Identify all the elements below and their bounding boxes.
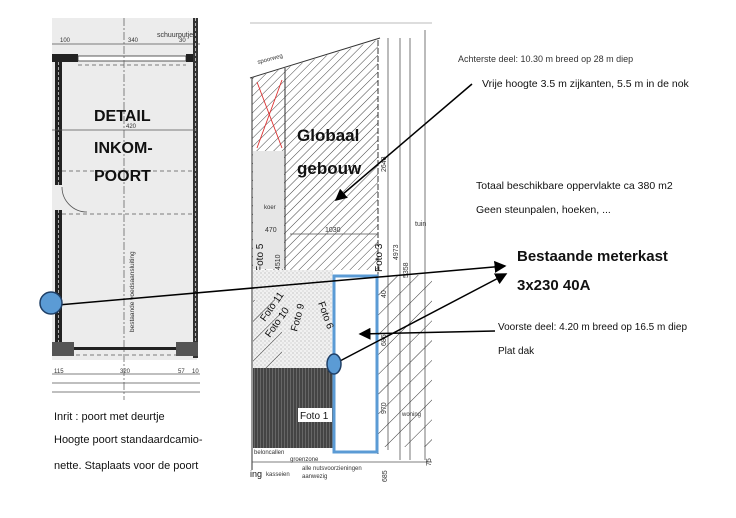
dim-label: 685 bbox=[381, 334, 388, 346]
site-plan: spoorweg koer Globaal gebouw 1030 470 26… bbox=[249, 22, 433, 482]
groenzone-label: groenzone bbox=[290, 457, 319, 463]
dim-label: 685 bbox=[382, 470, 389, 482]
meter-box-title: Bestaande meterkast bbox=[517, 248, 668, 265]
meter-arrow-right bbox=[337, 273, 508, 363]
woning-label: woning bbox=[401, 412, 421, 418]
clear-height-note: Vrije hoogte 3.5 m zijkanten, 5.5 m in d… bbox=[482, 78, 690, 90]
rear-part-note: Achterste deel: 10.30 m breed op 28 m di… bbox=[458, 54, 633, 64]
courtyard bbox=[253, 151, 284, 269]
dim-label: 57 bbox=[178, 369, 185, 375]
dim-label: 40 bbox=[381, 290, 388, 298]
tuin-label: tuin bbox=[415, 221, 426, 228]
detail-floor bbox=[52, 18, 197, 360]
dim-label: 4510 bbox=[275, 254, 282, 270]
railway-line bbox=[249, 37, 381, 79]
dim-label: 4973 bbox=[393, 244, 400, 260]
no-pillars-note: Geen steunpalen, hoeken, ... bbox=[476, 204, 611, 216]
detail-title: DETAIL bbox=[94, 108, 151, 125]
site-title: gebouw bbox=[297, 159, 362, 178]
meter-marker-detail bbox=[39, 291, 63, 315]
bottom-gate bbox=[74, 347, 176, 350]
gate-height-note: nette. Staplaats voor de poort bbox=[54, 460, 198, 472]
dim-label: 100 bbox=[60, 38, 71, 44]
utilities-label: aanwezig bbox=[302, 474, 327, 480]
dim-label: 115 bbox=[54, 369, 64, 375]
flat-roof-note: Plat dak bbox=[498, 346, 535, 357]
dim-label: 30 bbox=[179, 38, 186, 44]
photo-label: Foto 5 bbox=[255, 243, 266, 272]
meter-box-spec: 3x230 40A bbox=[517, 277, 591, 294]
koer-label: koer bbox=[264, 205, 276, 211]
front-part-note: Voorste deel: 4.20 m breed op 16.5 m die… bbox=[498, 322, 687, 333]
detail-title: INKOM- bbox=[94, 140, 153, 157]
gate-height-note: Hoogte poort standaardcamio- bbox=[54, 434, 203, 446]
existing-connection-label: bestaande voedsaansluiting bbox=[129, 251, 136, 332]
dim-label: 340 bbox=[128, 38, 139, 44]
spoorweg-label: spoorweg bbox=[257, 53, 284, 66]
neighbour-hatched-area bbox=[378, 275, 432, 447]
driveway-note: Inrit : poort met deurtje bbox=[54, 411, 165, 423]
dim-label: 2648 bbox=[381, 156, 388, 172]
dim-label: 970 bbox=[381, 402, 388, 414]
front-part-arrow bbox=[358, 327, 496, 340]
dim-label: 420 bbox=[126, 124, 137, 130]
dim-label: 470 bbox=[265, 227, 277, 234]
dim-label: 320 bbox=[120, 369, 131, 375]
site-title: Globaal bbox=[297, 126, 359, 145]
beloncallen-label: beloncallen bbox=[254, 450, 284, 456]
detail-title: POORT bbox=[94, 168, 151, 185]
detail-entrance-plan: 100 340 schuurputje 30 420 DETAIL INKOM-… bbox=[0, 18, 200, 400]
total-area-note: Totaal beschikbare oppervlakte ca 380 m2 bbox=[476, 180, 673, 192]
meter-arrow-left bbox=[57, 260, 507, 306]
rear-part-arrow bbox=[334, 83, 473, 201]
kasseien-label: kasseien bbox=[266, 472, 290, 478]
schuurputje-label: schuurputje bbox=[157, 32, 193, 39]
utilities-label: alle nutsvoorzieningen bbox=[302, 466, 362, 472]
meter-marker-site bbox=[326, 353, 342, 375]
dim-label: 5358 bbox=[403, 262, 410, 278]
photo-label: Foto 3 bbox=[374, 243, 385, 272]
dim-label: 1030 bbox=[325, 227, 341, 234]
photo-label: Foto 1 bbox=[300, 411, 329, 422]
ing-label: ing bbox=[250, 469, 262, 479]
dim-label: 10 bbox=[192, 369, 199, 375]
door-swing bbox=[61, 186, 88, 213]
top-gate bbox=[77, 55, 187, 62]
